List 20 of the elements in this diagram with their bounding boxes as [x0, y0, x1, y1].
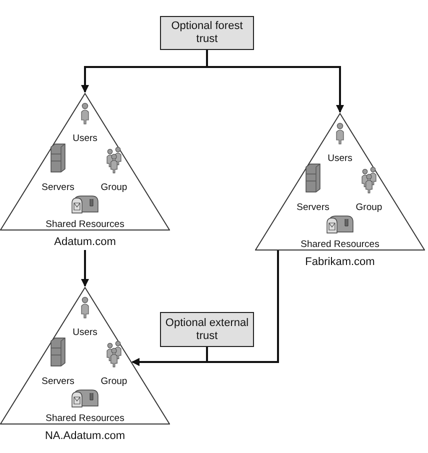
- domain-name: Adatum.com: [54, 236, 116, 249]
- arrow: [81, 250, 89, 287]
- item-label: Servers: [42, 182, 74, 193]
- trust-label-box: Optional forest trust: [160, 16, 254, 50]
- item-label: Shared Resources: [46, 413, 124, 424]
- arrow: [206, 50, 344, 113]
- item-label: Servers: [296, 202, 330, 213]
- item-label: Group: [100, 182, 128, 193]
- item-label: Users: [72, 327, 98, 338]
- trust-label-box: Optional external trust: [160, 312, 254, 347]
- arrow: [132, 347, 208, 366]
- item-label: Shared Resources: [300, 239, 380, 250]
- item-label: Group: [356, 202, 382, 213]
- item-label: Users: [72, 133, 98, 144]
- item-label: Users: [328, 153, 352, 164]
- item-label: Shared Resources: [46, 219, 124, 230]
- domain-name: NA.Adatum.com: [44, 430, 126, 443]
- item-label: Servers: [42, 376, 74, 387]
- item-label: Group: [100, 376, 128, 387]
- domain-name: Fabrikam.com: [305, 256, 375, 269]
